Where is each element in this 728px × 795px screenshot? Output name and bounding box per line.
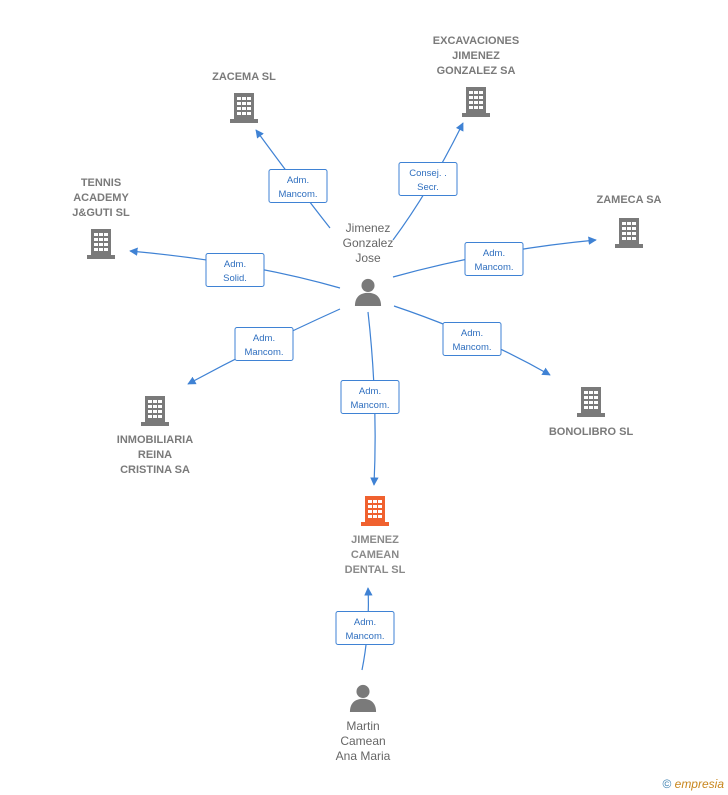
node-label: CAMEAN [351, 549, 399, 561]
edge-label-jose-zameca[interactable]: Adm. Mancom. [464, 242, 524, 276]
node-zacema[interactable]: ZACEMA SL [212, 71, 276, 123]
edge-label-text: Adm. [287, 175, 309, 186]
edge-label-text: Mancom. [350, 400, 389, 411]
node-zameca[interactable]: ZAMECA SA [597, 194, 662, 248]
node-label: INMOBILIARIA [117, 434, 193, 446]
edge-label-text: Solid. [223, 273, 247, 284]
node-label: Gonzalez [343, 236, 394, 250]
node-dental[interactable]: JIMENEZ CAMEAN DENTAL SL [345, 496, 406, 576]
node-label: Ana Maria [336, 749, 391, 763]
edge-label-text: Mancom. [474, 262, 513, 273]
edge-label-text: Secr. [417, 182, 439, 193]
edge-label-text: Adm. [253, 333, 275, 344]
edge-label-text: Mancom. [244, 347, 283, 358]
node-label: DENTAL SL [345, 564, 406, 576]
node-label: JIMENEZ [351, 534, 399, 546]
node-label: ZACEMA SL [212, 71, 276, 83]
building-icon [141, 396, 169, 426]
building-icon [577, 387, 605, 417]
edge-label-jose-bonolibro[interactable]: Adm. Mancom. [442, 322, 502, 356]
node-label: Jose [355, 251, 381, 265]
brand-logo: empresia [674, 777, 724, 791]
node-label: TENNIS [81, 177, 121, 189]
copyright-icon: © [662, 777, 672, 791]
node-excav[interactable]: EXCAVACIONES JIMENEZ GONZALEZ SA [433, 35, 519, 117]
edge-label-text: Adm. [483, 248, 505, 259]
node-label: J&GUTI SL [72, 207, 130, 219]
node-label: ACADEMY [73, 192, 129, 204]
edge-label-text: Adm. [359, 386, 381, 397]
edge-label-jose-excav[interactable]: Consej. . Secr. [398, 162, 458, 196]
node-label: BONOLIBRO SL [549, 426, 634, 438]
node-label: ZAMECA SA [597, 194, 662, 206]
edge-label-jose-inmob[interactable]: Adm. Mancom. [234, 327, 294, 361]
person-icon [349, 684, 377, 712]
edge-label-text: Adm. [224, 259, 246, 270]
edge-label-text: Adm. [461, 328, 483, 339]
building-icon [87, 229, 115, 259]
edge-label-martin-dental[interactable]: Adm. Mancom. [335, 611, 395, 645]
node-label: Martin [346, 719, 379, 733]
copyright-notice: © empresia [662, 777, 724, 791]
edge-label-text: Mancom. [345, 631, 384, 642]
node-label: EXCAVACIONES [433, 35, 519, 47]
edge-label-text: Mancom. [278, 189, 317, 200]
node-inmob[interactable]: INMOBILIARIA REINA CRISTINA SA [117, 396, 193, 476]
edge-label-jose-zacema[interactable]: Adm. Mancom. [268, 169, 328, 203]
edge-label-text: Consej. . [409, 168, 447, 179]
edge-label-text: Mancom. [452, 342, 491, 353]
node-label: REINA [138, 449, 172, 461]
node-bonolibro[interactable]: BONOLIBRO SL [549, 387, 634, 438]
building-icon [615, 218, 643, 248]
edge-label-text: Adm. [354, 617, 376, 628]
building-icon [462, 87, 490, 117]
edge-label-jose-tennis[interactable]: Adm. Solid. [205, 253, 265, 287]
edge-label-jose-dental[interactable]: Adm. Mancom. [340, 380, 400, 414]
building-icon [230, 93, 258, 123]
node-tennis[interactable]: TENNIS ACADEMY J&GUTI SL [72, 177, 130, 259]
person-icon [354, 278, 382, 306]
node-label: CRISTINA SA [120, 464, 190, 476]
node-label: JIMENEZ [452, 50, 500, 62]
node-label: Camean [340, 734, 385, 748]
node-label: GONZALEZ SA [437, 65, 516, 77]
node-label: Jimenez [346, 221, 391, 235]
building-icon [361, 496, 389, 526]
